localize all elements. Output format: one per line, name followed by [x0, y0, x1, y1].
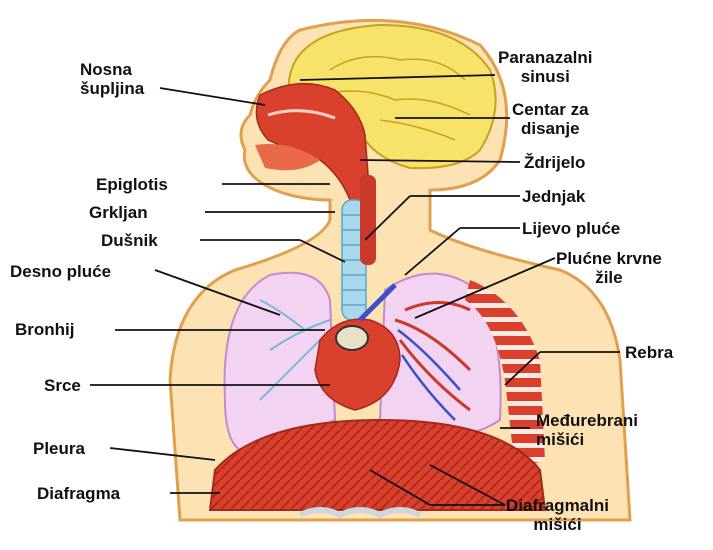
- label-trachea: Dušnik: [101, 231, 158, 250]
- label-bronchus: Bronhij: [15, 320, 75, 339]
- label-left-lung: Lijevo pluće: [522, 219, 620, 238]
- label-pharynx: Ždrijelo: [524, 153, 585, 172]
- label-heart: Srce: [44, 376, 81, 395]
- label-right-lung: Desno pluće: [10, 262, 111, 281]
- label-larynx: Grkljan: [89, 203, 148, 222]
- label-pleura: Pleura: [33, 439, 85, 458]
- label-esophagus: Jednjak: [522, 187, 585, 206]
- label-epiglottis: Epiglotis: [96, 175, 168, 194]
- label-diaphragm: Diafragma: [37, 484, 120, 503]
- label-ribs: Rebra: [625, 343, 673, 362]
- esophagus: [360, 175, 376, 265]
